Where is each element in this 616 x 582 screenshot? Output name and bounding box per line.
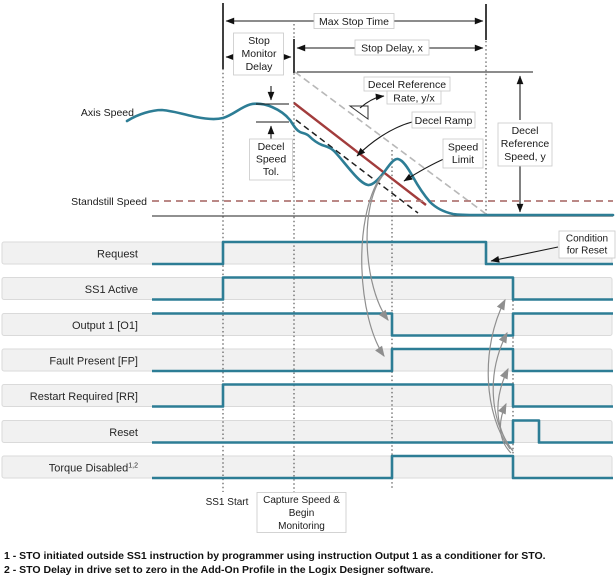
- decel-speed-tol-line1: Decel: [258, 141, 285, 153]
- decel-reference-speed-line2: Reference: [501, 138, 550, 150]
- decel-rate-line2: Rate, y/x: [393, 93, 435, 105]
- capture-speed-line2: Begin: [289, 508, 315, 519]
- decel-reference-speed-line1: Decel: [512, 125, 539, 137]
- decel-reference-rate-line: [294, 71, 487, 215]
- signal-row-band-reset: [1, 420, 613, 443]
- row-label-ss1-active: SS1 Active: [85, 284, 138, 296]
- max-stop-time-box: [313, 13, 395, 29]
- footnote-2: 2 - STO Delay in drive set to zero in th…: [4, 564, 433, 576]
- row-label-torque-disabled: Torque Disabled1,2: [49, 463, 138, 475]
- waveform-torque-disabled: [152, 454, 613, 480]
- max-stop-time-label: Max Stop Time: [319, 16, 389, 28]
- stop-delay-label: Stop Delay, x: [361, 43, 423, 55]
- row-label-fault-present-fp: Fault Present [FP]: [49, 356, 138, 368]
- waveforms: [152, 240, 613, 480]
- condition-for-reset-box: [558, 230, 616, 259]
- stop-monitor-delay-line2: Monitor: [241, 48, 277, 60]
- row-label-reset: Reset: [109, 427, 138, 439]
- fault-connector-arrows: [361, 173, 389, 357]
- stop-monitor-delay-line3: Delay: [246, 61, 274, 73]
- capture-speed-line3: Monitoring: [278, 521, 325, 532]
- condition-for-reset-line2: for Reset: [567, 246, 608, 257]
- waveform-ss1-active: [152, 276, 613, 301]
- axis-speed-curve: [125, 102, 615, 217]
- reset-arrow-to-fault-present: [497, 367, 514, 452]
- decel-ramp-box: [411, 111, 476, 129]
- fault-arrow-to-fault-present: [361, 175, 385, 357]
- axis-speed-label: Axis Speed: [81, 107, 134, 119]
- stop-monitor-delay-box: [233, 32, 284, 76]
- speed-limit-line1: Speed: [448, 142, 479, 154]
- reset-arrow-to-restart-required: [498, 402, 512, 454]
- reset-connector-arrows: [487, 298, 514, 454]
- decel-speed-tol-line3: Tol.: [263, 166, 279, 178]
- decel-reference-speed-line3: Speed, y: [504, 151, 546, 163]
- speed-limit-line2: Limit: [452, 154, 474, 166]
- decel-speed-tol-line2: Speed: [256, 154, 287, 166]
- speed-limit-leader-arrow: [403, 157, 447, 182]
- decel-speed-tol-box: [249, 138, 293, 181]
- waveform-output-1-o1: [152, 312, 613, 337]
- row-label-output-1-o1: Output 1 [O1]: [72, 320, 138, 332]
- row-label-request: Request: [97, 249, 138, 261]
- waveform-reset: [152, 419, 613, 444]
- row-label-restart-required-rr: Restart Required [RR]: [30, 391, 138, 403]
- fault-arrow-to-output1: [366, 173, 389, 321]
- condition-for-reset-line1: Condition: [566, 234, 608, 245]
- speed-limit-box: [442, 138, 484, 169]
- decel-rate-leader-arrow: [359, 93, 385, 109]
- decel-rate-box2: [386, 90, 442, 105]
- decel-ramp-leader-arrow: [356, 121, 413, 157]
- waveform-request: [152, 240, 613, 266]
- ss1-start-label: SS1 Start: [206, 497, 249, 508]
- standstill-speed-label: Standstill Speed: [71, 196, 147, 208]
- decel-ramp-label: Decel Ramp: [415, 115, 473, 127]
- condition-for-reset-arrow: [490, 246, 559, 263]
- stop-delay-box: [354, 39, 430, 56]
- waveform-fault-present-fp: [152, 347, 613, 373]
- decel-speed-tolerance-marks: [256, 86, 289, 139]
- capture-speed-line1: Capture Speed &: [263, 495, 340, 506]
- waveform-restart-required-rr: [152, 383, 613, 408]
- stop-monitor-delay-line1: Stop: [248, 35, 270, 47]
- decel-ramp-line: [295, 119, 419, 214]
- decel-rate-line1: Decel Reference: [368, 79, 446, 91]
- decel-reference-speed-box: [497, 122, 553, 167]
- capture-speed-box: [256, 492, 347, 533]
- signal-row-band-request: [1, 241, 613, 265]
- footnote-1: 1 - STO initiated outside SS1 instructio…: [4, 550, 546, 562]
- slope-triangle: [348, 105, 369, 120]
